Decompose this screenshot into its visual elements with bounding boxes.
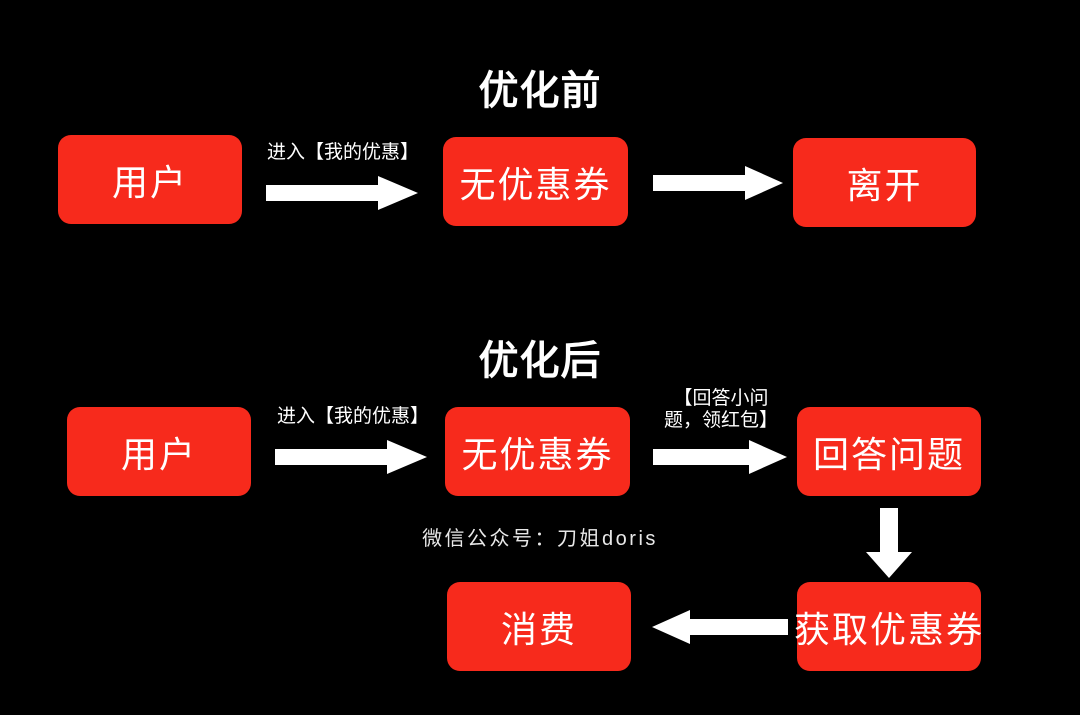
arrow-left-getcoupon-to-consume-icon	[652, 610, 788, 644]
node-user-after: 用户	[67, 407, 251, 496]
node-no-coupon-before: 无优惠券	[443, 137, 628, 226]
node-no-coupon-after: 无优惠券	[445, 407, 630, 496]
arrow-right-user-to-nocoupon-2-icon	[275, 440, 427, 474]
node-user-before: 用户	[58, 135, 242, 224]
arrow-right-user-to-nocoupon-icon	[266, 176, 418, 210]
edge-label-nocoupon-to-answer: 【回答小问 题，领红包】	[663, 388, 778, 432]
node-leave: 离开	[793, 138, 976, 227]
section-title-after: 优化后	[478, 339, 602, 383]
node-answer-question: 回答问题	[797, 407, 981, 496]
node-consume: 消费	[447, 582, 631, 671]
node-get-coupon: 获取优惠券	[794, 582, 982, 671]
edge-label-user-to-nocoupon-2: 进入【我的优惠】	[276, 406, 429, 427]
arrow-right-nocoupon-to-leave-icon	[653, 166, 783, 200]
section-title-before: 优化前	[478, 69, 602, 113]
arrow-right-nocoupon-to-answer-icon	[653, 440, 787, 474]
edge-label-user-to-nocoupon: 进入【我的优惠】	[266, 142, 419, 163]
arrow-down-answer-to-getcoupon-icon	[866, 508, 912, 578]
watermark-text: 微信公众号：刀姐doris	[422, 528, 658, 550]
